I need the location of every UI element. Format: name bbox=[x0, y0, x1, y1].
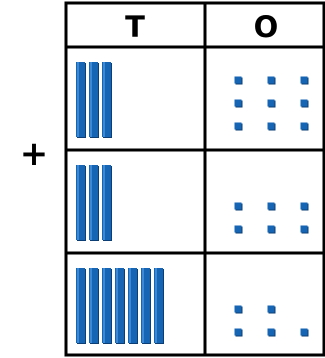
tens-rod bbox=[76, 62, 86, 138]
ones-cube bbox=[301, 226, 309, 234]
tens-rod bbox=[102, 165, 112, 241]
tens-rod bbox=[154, 268, 164, 344]
plus-sign: + bbox=[20, 134, 49, 174]
ones-cube bbox=[235, 226, 243, 234]
ones-cube bbox=[235, 100, 243, 108]
ones-cube bbox=[235, 329, 243, 337]
tens-rod bbox=[102, 62, 112, 138]
ones-cube bbox=[235, 306, 243, 314]
ones-cube bbox=[268, 203, 276, 211]
tens-rod bbox=[89, 62, 99, 138]
ones-cube bbox=[268, 77, 276, 85]
ones-header: O bbox=[254, 10, 279, 44]
ones-cube bbox=[235, 77, 243, 85]
tens-header: T bbox=[125, 10, 145, 44]
tens-rod bbox=[141, 268, 151, 344]
ones-cube bbox=[268, 226, 276, 234]
ones-cube bbox=[301, 123, 309, 131]
ones-cube bbox=[301, 203, 309, 211]
tens-rod bbox=[128, 268, 138, 344]
block-marks bbox=[76, 62, 309, 344]
tens-rod bbox=[89, 165, 99, 241]
ones-cube bbox=[301, 329, 309, 337]
tens-rod bbox=[115, 268, 125, 344]
ones-cube bbox=[268, 123, 276, 131]
tens-rod bbox=[76, 268, 86, 344]
ones-cube bbox=[235, 123, 243, 131]
ones-cube bbox=[268, 329, 276, 337]
ones-cube bbox=[268, 100, 276, 108]
ones-cube bbox=[235, 203, 243, 211]
ones-cube bbox=[301, 77, 309, 85]
ones-cube bbox=[301, 100, 309, 108]
tens-rod bbox=[76, 165, 86, 241]
tens-rod bbox=[89, 268, 99, 344]
ones-cube bbox=[268, 306, 276, 314]
tens-rod bbox=[102, 268, 112, 344]
